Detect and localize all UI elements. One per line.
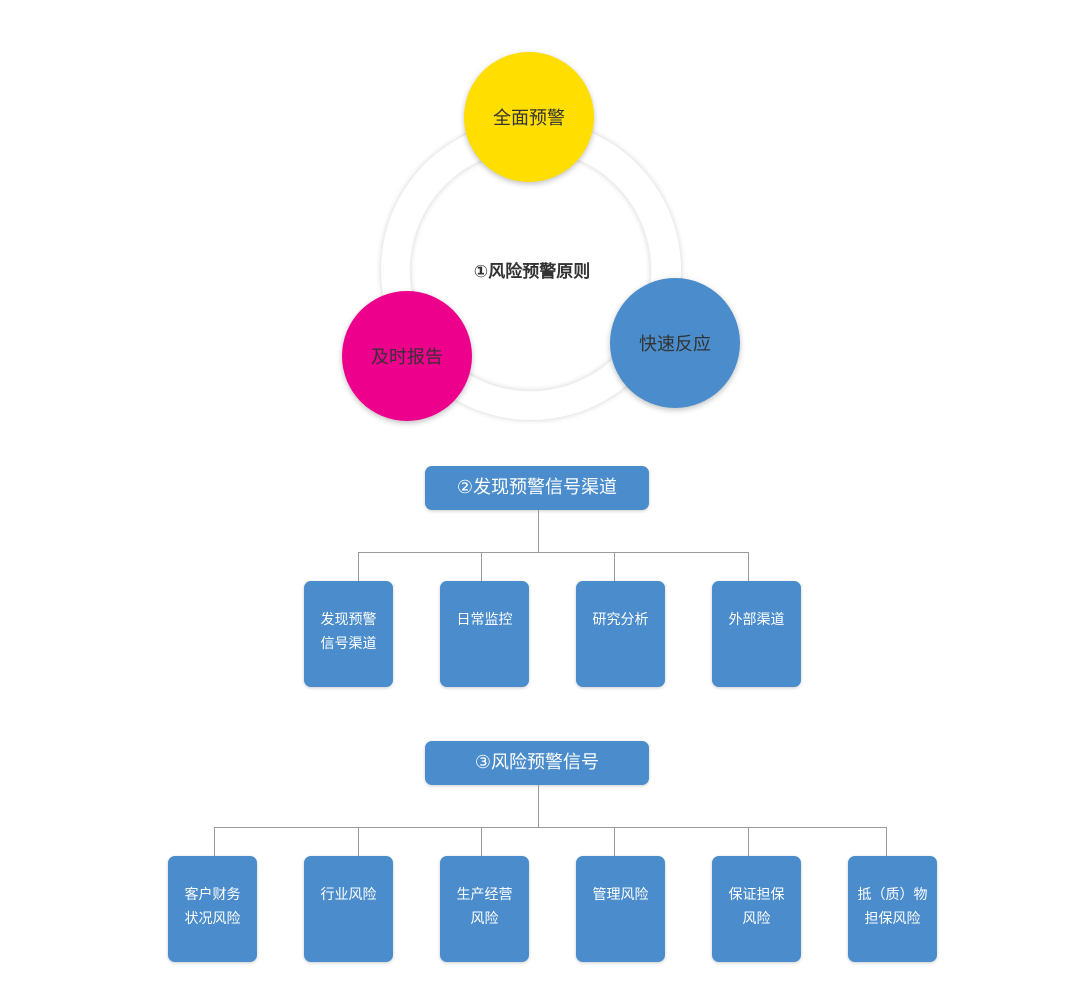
channel-box-line: 日常监控 [456, 612, 513, 628]
signals-connector-drop [214, 827, 215, 856]
signal-box-line: 状况风险 [184, 911, 241, 927]
channel-box-discovery: 发现预警 信号渠道 [304, 581, 393, 687]
signals-connector-bar [214, 827, 887, 828]
channels-connector-drop [358, 552, 359, 581]
signals-connector-drop [481, 827, 482, 856]
channels-header: ②发现预警信号渠道 [425, 466, 649, 510]
principle-center-title: ①风险预警原则 [473, 262, 591, 282]
principle-bubble-rapid-response: 快速反应 [610, 278, 740, 408]
channel-box-line: 研究分析 [592, 612, 649, 628]
channels-connector-drop [614, 552, 615, 581]
signal-box-line: 生产经营 [456, 887, 513, 903]
channel-box-daily-monitoring: 日常监控 [440, 581, 529, 687]
signal-box-management: 管理风险 [576, 856, 665, 962]
signal-box-industry: 行业风险 [304, 856, 393, 962]
signal-box-line: 抵（质）物 [857, 887, 928, 903]
channels-connector-drop [481, 552, 482, 581]
principle-bubble-comprehensive: 全面预警 [464, 52, 594, 182]
signal-box-operations: 生产经营 风险 [440, 856, 529, 962]
channels-connector-drop [748, 552, 749, 581]
signal-box-line: 风险 [742, 911, 771, 927]
signal-box-line: 保证担保 [728, 887, 785, 903]
signal-box-customer-finance: 客户财务 状况风险 [168, 856, 257, 962]
signal-box-line: 风险 [470, 911, 499, 927]
channel-box-external: 外部渠道 [712, 581, 801, 687]
signals-header: ③风险预警信号 [425, 741, 649, 785]
signals-connector-drop [886, 827, 887, 856]
signal-box-line: 管理风险 [592, 887, 649, 903]
signal-box-line: 客户财务 [184, 887, 241, 903]
signal-box-line: 担保风险 [864, 911, 921, 927]
channels-connector-trunk [538, 510, 539, 553]
channel-box-research-analysis: 研究分析 [576, 581, 665, 687]
signals-connector-trunk [538, 785, 539, 828]
channel-box-line: 外部渠道 [728, 612, 785, 628]
signal-box-guarantee: 保证担保 风险 [712, 856, 801, 962]
principle-bubble-timely-report: 及时报告 [342, 291, 472, 421]
channel-box-line: 信号渠道 [320, 636, 377, 652]
signals-connector-drop [614, 827, 615, 856]
signal-box-collateral: 抵（质）物 担保风险 [848, 856, 937, 962]
channel-box-line: 发现预警 [320, 612, 377, 628]
signals-connector-drop [748, 827, 749, 856]
signals-connector-drop [358, 827, 359, 856]
signal-box-line: 行业风险 [320, 887, 377, 903]
channels-connector-bar [358, 552, 749, 553]
